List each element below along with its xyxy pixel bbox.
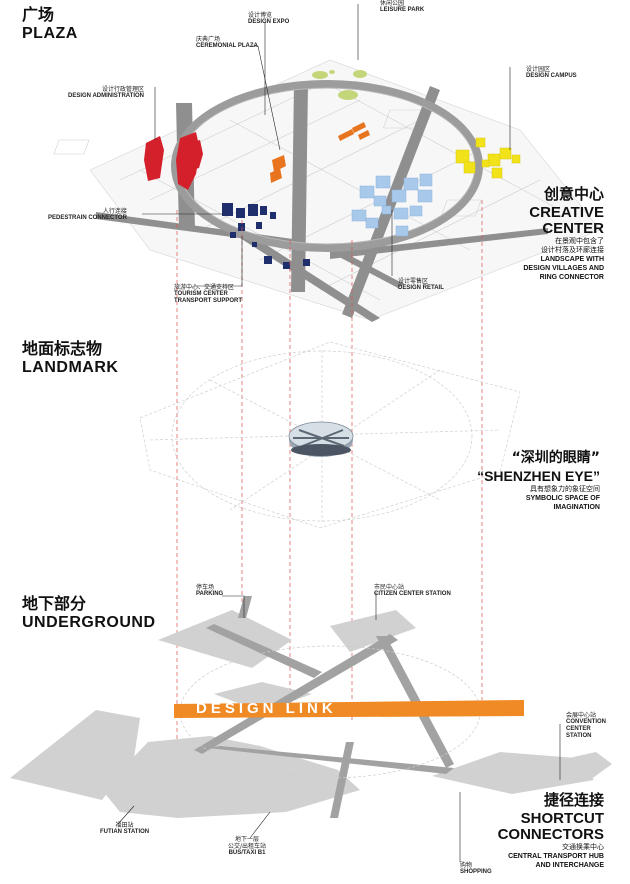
label-tourism-en1: TOURISM CENTER	[174, 291, 228, 297]
label-shopping-cn: 购物	[460, 862, 473, 869]
underground-leader-lines	[117, 592, 561, 862]
label-design-campus: 设计园区 DESIGN CAMPUS	[526, 66, 577, 80]
label-convention-cn: 会展中心站	[566, 712, 597, 719]
label-pedestrian-connector: 人行连接 PEDESTRAIN CONNECTOR	[48, 208, 127, 222]
creative-desc-en3: RING CONNECTOR	[539, 274, 604, 281]
label-bus-taxi: 地下一层 公交/出租车站 BUS/TAXI B1	[228, 836, 266, 857]
ring-connector	[171, 80, 483, 252]
landmark-title-cn: 地面标志物	[22, 339, 103, 358]
label-leisure-park: 休闲公园 LEISURE PARK	[380, 0, 424, 14]
label-parking: 停车场 PARKING	[196, 584, 223, 598]
label-bus-en: BUS/TAXI B1	[228, 850, 266, 856]
label-parking-cn: 停车场	[196, 584, 215, 591]
label-citizen-center-station: 市民中心站 CITIZEN CENTER STATION	[374, 584, 451, 598]
design-expo-blocks	[270, 122, 370, 183]
shenzhen-eye-desc-en1: SYMBOLIC SPACE OF	[525, 495, 600, 502]
shenzhen-eye-desc-en2: IMAGINATION	[553, 504, 600, 511]
label-leisure-park-en: LEISURE PARK	[380, 7, 425, 13]
label-bus-cn1: 地下一层	[235, 836, 260, 843]
underground-title-en: UNDERGROUND	[22, 614, 156, 631]
label-convention-en2: CENTER	[566, 726, 591, 732]
label-design-expo-cn: 设计博览	[248, 12, 273, 19]
label-tourism-cn: 旅游中心、交通支持区	[174, 284, 235, 291]
shenzhen-eye-title-en: “SHENZHEN EYE”	[477, 468, 600, 484]
label-citizen-en: CITIZEN CENTER STATION	[374, 591, 451, 597]
label-design-administration: 设计行政管理区 DESIGN ADMINISTRATION	[68, 86, 144, 100]
shortcut-title-en1: SHORTCUT	[520, 810, 604, 827]
label-ceremonial-plaza-en: CEREMONIAL PLAZA	[196, 43, 258, 49]
label-ceremonial-plaza-cn: 庆典广场	[196, 36, 221, 43]
design-link-label: DESIGN LINK	[196, 700, 337, 717]
creative-desc-cn2: 设计村落及环廊连接	[541, 246, 604, 254]
label-pedestrian-connector-en: PEDESTRAIN CONNECTOR	[48, 215, 127, 221]
shenzhen-eye-sculpture	[288, 421, 354, 457]
shenzhen-eye-title-cn: “深圳的眼睛”	[511, 450, 600, 466]
label-ceremonial-plaza: 庆典广场 CEREMONIAL PLAZA	[196, 36, 258, 50]
creative-center-title-en2: CENTER	[542, 220, 604, 237]
shortcut-title-cn: 捷径连接	[543, 791, 604, 809]
shortcut-desc-en1: CENTRAL TRANSPORT HUB	[508, 853, 604, 860]
label-citizen-cn: 市民中心站	[374, 584, 405, 591]
underground-title-cn: 地下部分	[22, 594, 87, 613]
design-administration-blocks	[144, 132, 203, 190]
shortcut-desc-cn: 交通换乘中心	[562, 843, 604, 851]
label-design-administration-cn: 设计行政管理区	[101, 86, 144, 93]
design-link-banner	[174, 700, 524, 718]
label-design-retail-en: DESIGN RETAIL	[398, 285, 444, 291]
label-leisure-park-cn: 休闲公园	[380, 0, 405, 7]
leisure-park-blocks	[312, 70, 367, 100]
design-retail-blocks	[351, 173, 433, 237]
label-design-retail-cn: 设计零售区	[398, 278, 429, 285]
label-pedestrian-connector-cn: 人行连接	[102, 208, 127, 215]
label-futian-station: 福田站 FUTIAN STATION	[100, 822, 149, 836]
creative-desc-cn1: 在景观中包含了	[555, 237, 604, 245]
label-tourism-center: 旅游中心、交通支持区 TOURISM CENTER TRANSPORT SUPP…	[174, 284, 242, 305]
label-convention-en1: CONVENTION	[566, 719, 607, 725]
label-design-expo-en: DESIGN EXPO	[248, 19, 290, 25]
landmark-title-en: LANDMARK	[22, 359, 119, 376]
label-tourism-en2: TRANSPORT SUPPORT	[174, 298, 243, 304]
label-bus-cn2: 公交/出租车站	[228, 843, 267, 850]
creative-desc-en1: LANDSCAPE WITH	[540, 256, 604, 263]
label-convention-en3: STATION	[566, 733, 592, 739]
tourism-center-blocks	[222, 203, 310, 269]
label-shopping: 购物 SHOPPING	[460, 862, 492, 876]
underground-floor-plates	[10, 610, 612, 818]
creative-center-title-cn: 创意中心	[543, 185, 604, 203]
label-design-campus-cn: 设计园区	[526, 66, 551, 73]
shortcut-desc-en2: AND INTERCHANGE	[535, 862, 604, 869]
label-design-campus-en: DESIGN CAMPUS	[526, 73, 577, 79]
plaza-title-cn: 广场	[22, 5, 55, 24]
label-futian-cn: 福田站	[115, 822, 134, 829]
plaza-leader-lines	[142, 4, 511, 287]
design-campus-blocks	[455, 137, 521, 179]
label-design-administration-en: DESIGN ADMINISTRATION	[68, 93, 144, 99]
label-shopping-en: SHOPPING	[460, 869, 492, 875]
plaza-title-en: PLAZA	[22, 25, 78, 42]
label-design-retail: 设计零售区 DESIGN RETAIL	[398, 278, 444, 292]
shenzhen-eye-desc-cn: 具有想象力的象征空间	[530, 485, 600, 493]
label-futian-en: FUTIAN STATION	[100, 829, 150, 835]
label-parking-en: PARKING	[196, 591, 224, 597]
creative-desc-en2: DESIGN VILLAGES AND	[523, 265, 604, 272]
label-design-expo: 设计博览 DESIGN EXPO	[248, 12, 289, 26]
creative-center-title-en1: CREATIVE	[529, 204, 604, 221]
label-convention-center-station: 会展中心站 CONVENTION CENTER STATION	[566, 712, 606, 740]
shortcut-title-en2: CONNECTORS	[497, 826, 604, 843]
